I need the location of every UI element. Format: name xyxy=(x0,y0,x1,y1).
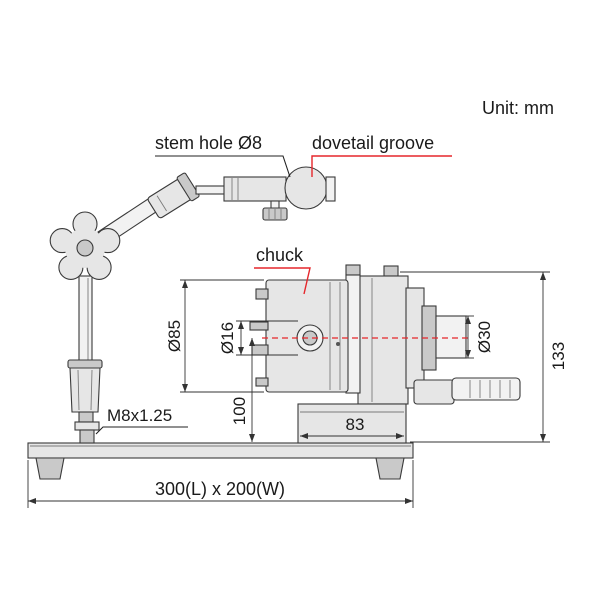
chuck-housing xyxy=(357,275,409,405)
dim-block-width: 83 xyxy=(300,415,404,439)
stem-hole-leader xyxy=(155,155,291,178)
dim-shaft-diameter: Ø30 xyxy=(465,315,494,359)
base-foot-right xyxy=(375,457,405,480)
dim-overall-height: 133 xyxy=(400,271,568,443)
chuck-base-block xyxy=(297,403,407,444)
crank-handle xyxy=(451,377,521,401)
dim-overall-height-label: 133 xyxy=(549,342,568,370)
dim-bore-diameter: Ø16 xyxy=(218,320,298,356)
dim-chuck-diameter-label: Ø85 xyxy=(165,320,184,352)
dim-center-height-label: 100 xyxy=(230,397,249,425)
dim-base-plate-label: 300(L) x 200(W) xyxy=(155,479,285,499)
base-plate xyxy=(27,442,414,480)
dim-bore-diameter-label: Ø16 xyxy=(218,322,237,354)
holder-clamp xyxy=(195,176,288,221)
arm-joint xyxy=(147,172,200,219)
dim-block-width-label: 83 xyxy=(346,415,365,434)
base-foot-left xyxy=(35,457,65,480)
ball-joint xyxy=(284,166,336,210)
spindle-shaft xyxy=(435,315,467,359)
stem-hole-label: stem hole Ø8 xyxy=(155,133,262,153)
chuck-label: chuck xyxy=(256,245,304,265)
dim-shaft-diameter-label: Ø30 xyxy=(475,321,494,353)
dovetail-groove-label: dovetail groove xyxy=(312,133,434,153)
unit-label: Unit: mm xyxy=(482,98,554,118)
stand-post xyxy=(67,275,103,444)
handwheel-knob xyxy=(49,211,121,280)
crank-plate xyxy=(413,379,455,405)
chuck-assembly xyxy=(249,264,521,444)
dim-chuck-diameter: Ø85 xyxy=(165,279,264,393)
thread-leader xyxy=(95,426,188,435)
dovetail-groove-leader xyxy=(311,155,452,177)
chuck-leader xyxy=(254,267,311,295)
thread-label: M8x1.25 xyxy=(107,406,172,425)
dim-base-plate: 300(L) x 200(W) xyxy=(27,460,414,508)
top-screw xyxy=(383,265,399,277)
dim-center-height: 100 xyxy=(230,338,255,442)
